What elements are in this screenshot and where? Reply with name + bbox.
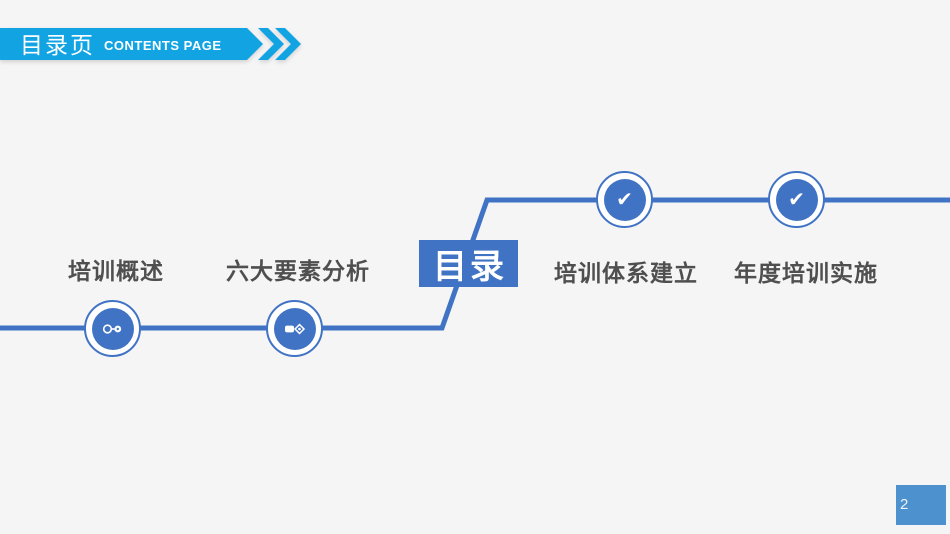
chevron-icon: [258, 28, 284, 60]
chevron-icon: [275, 28, 301, 60]
page-title: 目录页: [20, 32, 95, 58]
toc-item-label-3: 培训体系建立: [554, 260, 698, 286]
pen-nib-icon: [284, 323, 305, 334]
toc-item-label-4: 年度培训实施: [734, 260, 878, 286]
page-number-badge: 2: [896, 485, 946, 525]
toc-title-box: 目录: [419, 240, 518, 287]
check-icon: ✔: [788, 188, 805, 211]
ring-link-icon: [102, 323, 121, 334]
toc-item-label-1: 培训概述: [68, 258, 164, 284]
toc-node-1: [84, 300, 141, 357]
header-banner: [0, 28, 301, 60]
toc-title-text: 目录: [433, 248, 507, 286]
page-number: 2: [900, 496, 909, 513]
toc-node-3: ✔: [596, 171, 653, 228]
banner-ribbon: [0, 28, 263, 60]
toc-item-label-2: 六大要素分析: [226, 258, 370, 284]
page-subtitle: CONTENTS PAGE: [104, 38, 222, 53]
toc-node-2: [266, 300, 323, 357]
toc-node-4: ✔: [768, 171, 825, 228]
check-icon: ✔: [616, 188, 633, 211]
